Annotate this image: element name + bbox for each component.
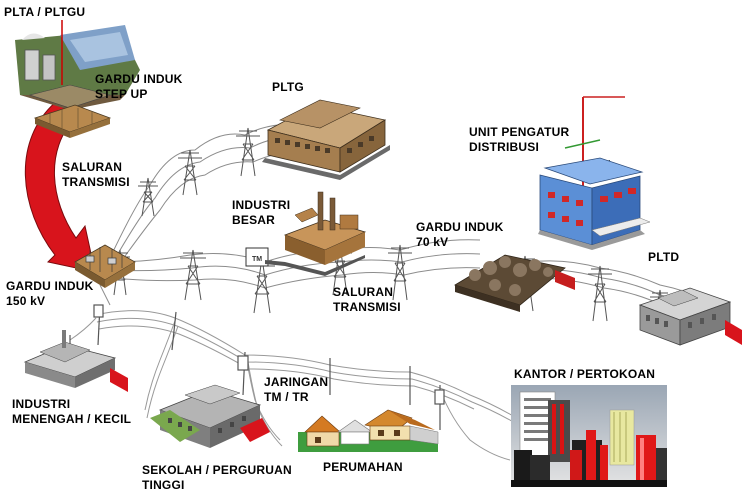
label-industri-menengah-kecil-line2: MENENGAH / KECIL [12,412,132,426]
label-jaringan-line2: TM / TR [264,390,309,404]
label-gardu-induk-step-up-line2: STEP UP [95,87,148,101]
label-gardu-induk-150kv-line1: GARDU INDUK [6,279,94,293]
gardu-induk-150kv [74,244,136,288]
industri-besar-building: TM [245,191,367,276]
label-saluran-transmisi-b-line2: TRANSMISI [333,300,401,314]
label-perumahan: PERUMAHAN [323,460,403,474]
tower-2 [178,149,202,196]
kantor-pertokoan-city [511,385,667,487]
perumahan-houses [298,409,439,452]
label-saluran-transmisi-a-line1: SALURAN [62,160,123,174]
pltd-plant [638,287,742,346]
tower-3 [236,127,260,177]
label-industri-besar-line2: BESAR [232,213,276,227]
gardu-step-up [33,104,112,138]
plta-pltgu-plant [15,20,140,110]
label-jaringan-line1: JARINGAN [264,375,329,389]
label-industri-menengah-kecil-line1: INDUSTRI [12,397,71,411]
label-sekolah-line2: TINGGI [142,478,185,492]
label-kantor-pertokoan: KANTOR / PERTOKOAN [514,367,656,381]
label-gardu-induk-150kv-line2: 150 kV [6,294,46,308]
label-sekolah-line1: SEKOLAH / PERGURUAN [142,463,292,477]
gardu-induk-70kv [454,254,575,312]
tower-4 [180,249,206,301]
label-pltd: PLTD [648,250,680,264]
label-unit-pengatur-line1: UNIT PENGATUR [469,125,570,139]
label-industri-besar-line1: INDUSTRI [232,198,291,212]
power-flow-arrow [24,99,96,273]
industri-menengah-kecil-building [23,330,128,392]
tower-9 [588,265,612,322]
label-saluran-transmisi-b-line1: SALURAN [333,285,394,299]
label-unit-pengatur-line2: DISTRIBUSI [469,140,540,154]
tower-1 [138,177,158,217]
label-gardu-induk-70kv-line2: 70 kV [416,235,449,249]
pltg-plant [262,99,390,180]
label-saluran-transmisi-a-line2: TRANSMISI [62,175,130,189]
svg-text:TM: TM [252,256,262,263]
label-gardu-induk-step-up-line1: GARDU INDUK [95,72,183,86]
label-plta-pltgu: PLTA / PLTGU [4,5,86,19]
label-gardu-induk-70kv-line1: GARDU INDUK [416,220,504,234]
sekolah-perguruan-tinggi-building [150,384,270,448]
unit-pengatur-distribusi-building [538,96,651,250]
label-pltg: PLTG [272,80,304,94]
tower-7 [388,244,412,301]
